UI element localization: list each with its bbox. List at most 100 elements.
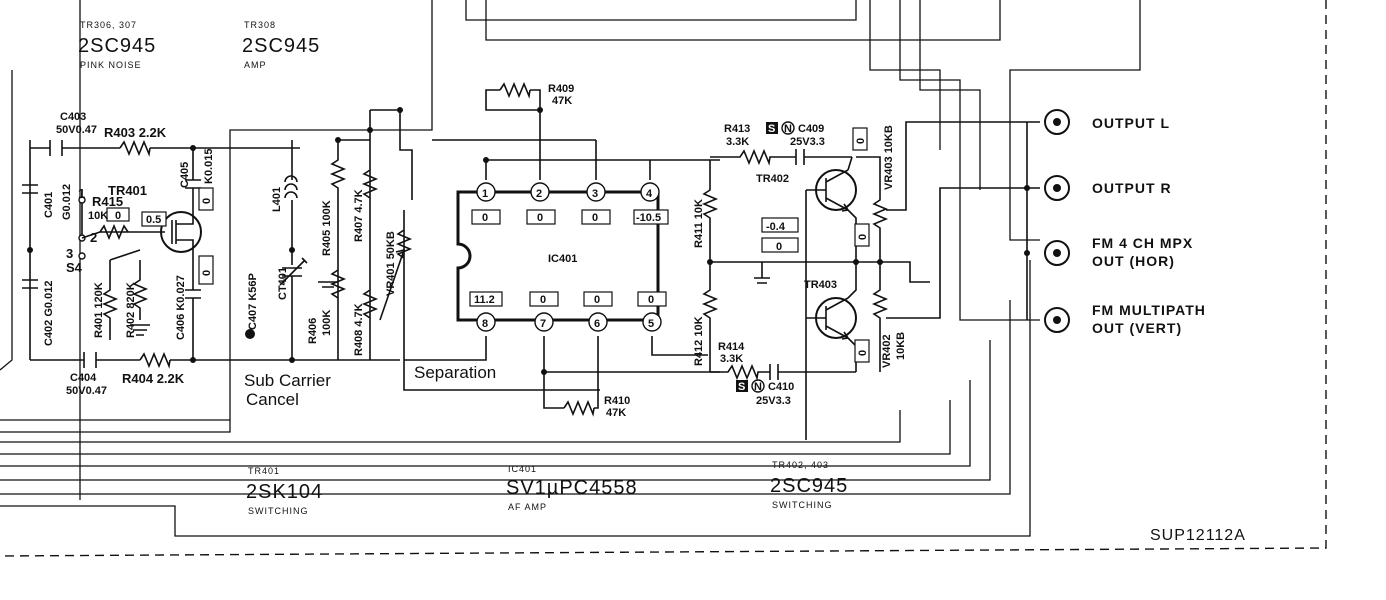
voltage-tr401-s: 0 (201, 270, 213, 276)
label-s4: S4 (66, 260, 83, 275)
label-sub-carrier: Sub Carrier (244, 371, 331, 390)
label-fmmp-2: OUT (VERT) (1092, 320, 1182, 336)
label-c401-val: G0.012 (61, 184, 73, 220)
label-r403: R403 2.2K (104, 125, 167, 140)
label-c403: C403 (60, 111, 86, 123)
voltage-tr402-b: -0.4 (766, 221, 786, 233)
label-r405: R405 100K (321, 200, 333, 256)
tr401-gate-box (106, 207, 130, 222)
label-c406: C406 K0.027 (175, 275, 187, 340)
ic401-pins (476, 182, 662, 332)
label-ct401: CT401 (277, 267, 289, 300)
label-fmmp-1: FM MULTIPATH (1092, 302, 1206, 318)
label-output-l: OUTPUT L (1092, 115, 1170, 131)
pin-1: 1 (482, 188, 488, 200)
voltage-p6: 0 (594, 294, 600, 306)
pin-6: 6 (594, 318, 600, 330)
ic401-func: AF AMP (508, 502, 547, 512)
ic401-part: SV1µPC4558 (506, 477, 638, 499)
ic401-center-label: IC401 (548, 253, 577, 265)
tr308-ref: TR308 (244, 20, 276, 30)
label-r414-val: 3.3K (720, 353, 743, 365)
label-r415-val: 10K (88, 210, 108, 222)
label-l401: L401 (271, 187, 283, 212)
ic401-ref: IC401 (508, 464, 537, 474)
output-jacks (1024, 109, 1070, 333)
label-c403-val: 50V0.47 (56, 124, 97, 136)
voltage-p2: 0 (537, 212, 543, 224)
harness-wires (0, 0, 1141, 537)
label-r413: R413 (724, 123, 750, 135)
label-r406: R406 (307, 318, 319, 344)
label-c404-val: 50V0.47 (66, 385, 107, 397)
label-tr402: TR402 (756, 173, 789, 185)
label-vr401: VR401 50KB (385, 231, 397, 296)
label-c407: C407 K56P (247, 273, 259, 330)
voltage-tr402-e: 0 (776, 241, 782, 253)
voltage-tr402-c: 0 (855, 138, 867, 144)
label-r409: R409 (548, 83, 574, 95)
tr306-part: 2SC945 (78, 35, 156, 57)
tr401-part: 2SK104 (246, 481, 323, 503)
label-separation: Separation (414, 363, 496, 382)
tr401-func: SWITCHING (248, 506, 309, 516)
label-c409: C409 (798, 123, 824, 135)
tr308-func: AMP (244, 60, 267, 70)
label-c404: C404 (70, 372, 97, 384)
tr401-symbol (160, 211, 202, 253)
voltage-p8: 11.2 (474, 294, 495, 306)
label-vr402: VR402 (881, 334, 893, 368)
voltage-tr403-e: 0 (857, 350, 869, 356)
tr306-func: PINK NOISE (80, 60, 142, 70)
sn-badge-s-2: S (738, 381, 745, 393)
tr402-part: 2SC945 (770, 475, 848, 497)
label-r404: R404 2.2K (122, 371, 185, 386)
output-stage (701, 121, 1040, 440)
pin-2: 2 (536, 188, 542, 200)
label-r412: R412 10K (693, 316, 705, 366)
label-c410: C410 (768, 381, 794, 393)
label-c409-val: 25V3.3 (790, 136, 825, 148)
pin-5: 5 (648, 318, 654, 330)
label-r409-val: 47K (552, 95, 572, 107)
label-r402: R402 820K (125, 282, 137, 338)
voltage-tr401-c405: 0 (201, 198, 213, 204)
tuning-section (279, 107, 600, 391)
sn-badge-n-2: N (754, 381, 762, 393)
label-s4-3: 3 (66, 246, 73, 261)
drawing-code: SUP12112A (1150, 527, 1246, 544)
label-r410: R410 (604, 395, 630, 407)
label-fm4ch-2: OUT (HOR) (1092, 253, 1175, 269)
voltage-tr403-c: 0 (857, 234, 869, 240)
tr402-func: SWITCHING (772, 500, 833, 510)
tr401-source-box (198, 255, 214, 285)
label-c402: C402 G0.012 (43, 281, 55, 346)
label-c410-val: 25V3.3 (756, 395, 791, 407)
label-r407: R407 4.7K (353, 189, 365, 242)
tr306-ref: TR306, 307 (80, 20, 137, 30)
label-vr402-val: 10KB (895, 332, 907, 360)
voltage-p7: 0 (540, 294, 546, 306)
label-output-r: OUTPUT R (1092, 180, 1172, 196)
label-c405-val: K0.015 (203, 149, 215, 184)
sn-badge-n-1: N (784, 123, 792, 135)
label-s4-1: 1 (78, 186, 85, 201)
label-cancel: Cancel (246, 390, 299, 409)
label-r401: R401 120K (93, 282, 105, 338)
label-c401: C401 (43, 192, 55, 218)
label-r406-val: 100K (321, 310, 333, 336)
label-r414: R414 (718, 341, 745, 353)
pin-4: 4 (646, 188, 653, 200)
label-c405: C405 (179, 162, 191, 188)
tr401-ref: TR401 (248, 466, 280, 476)
label-r415: R415 (92, 194, 123, 209)
label-tr401: TR401 (108, 183, 147, 198)
left-section (22, 139, 400, 369)
pin-7: 7 (540, 318, 546, 330)
board-boundary (0, 0, 1327, 557)
voltage-p1: 0 (482, 212, 488, 224)
label-tr403: TR403 (804, 279, 837, 291)
tr308-part: 2SC945 (242, 35, 320, 57)
pin-3: 3 (592, 188, 598, 200)
